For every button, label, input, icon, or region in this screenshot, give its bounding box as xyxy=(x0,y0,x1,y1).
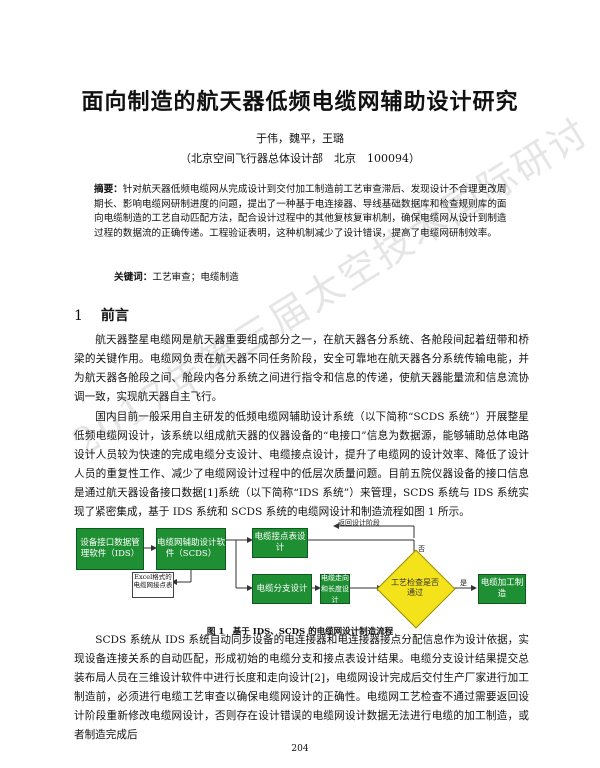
abstract-label: 摘要： xyxy=(94,184,123,195)
keywords-text: 工艺审查；电缆制造 xyxy=(152,272,239,283)
check-diamond-label: 工艺检查是否通过 xyxy=(391,578,439,597)
paragraph-2: 国内目前一般采用自主研发的低频电缆网辅助设计系统（以下简称“SCDS 系统”）开… xyxy=(74,411,529,518)
abstract: 摘要：针对航天器低频电缆网从完成设计到交付加工制造前工艺审查滞后、发现设计不合理… xyxy=(94,183,514,241)
node-table-box: 电缆接点表设计 xyxy=(252,528,308,558)
paper-title: 面向制造的航天器低频电缆网辅助设计研究 xyxy=(81,89,519,115)
flowchart-arrows xyxy=(144,523,477,591)
ids-box: 设备接口数据管理软件（IDS） xyxy=(76,528,144,570)
no-label: 否 xyxy=(418,545,425,553)
paragraph-3: SCDS 系统从 IDS 系统自动同步设备的电连接器和电连接器接点分配信息作为设… xyxy=(74,634,529,741)
page-number: 204 xyxy=(291,744,309,754)
branch-design-box: 电缆分支设计 xyxy=(252,574,312,604)
authors: 于伟，魏平，王璐 xyxy=(256,132,344,145)
route-length-box: 电缆走向和长度设计 xyxy=(320,573,350,604)
scds-box: 电缆网辅助设计软件（SCDS） xyxy=(156,528,226,570)
keywords-label: 关键词： xyxy=(114,272,153,283)
figure-1-flowchart: 设备接口数据管理软件（IDS） 电缆网辅助设计软件（SCDS） Excel格式的… xyxy=(76,519,526,629)
abstract-text: 针对航天器低频电缆网从完成设计到交付加工制造前工艺审查滞后、发现设计不合理更改周… xyxy=(94,184,507,239)
manufacture-box: 电缆加工制造 xyxy=(478,574,526,604)
keywords: 关键词：工艺审查；电缆制造 xyxy=(114,269,239,283)
paragraph-1: 航天器整星电缆网是航天器重要组成部分之一，在航天器各分系统、各舱段间起着纽带和桥… xyxy=(74,334,529,403)
affiliation: （北京空间飞行器总体设计部 北京 100094） xyxy=(180,152,420,165)
section-number: 1 xyxy=(74,308,83,324)
yes-label: 是 xyxy=(460,579,467,587)
section-heading: 1 前言 xyxy=(74,305,129,325)
figure-caption: 图 1 基于 IDS、SCDS 的电缆网设计制造流程 xyxy=(206,627,394,637)
section-title: 前言 xyxy=(100,308,129,324)
excel-doc: Excel格式的电缆网接点表 xyxy=(132,572,174,598)
return-label: 返回设计阶段 xyxy=(338,519,380,527)
